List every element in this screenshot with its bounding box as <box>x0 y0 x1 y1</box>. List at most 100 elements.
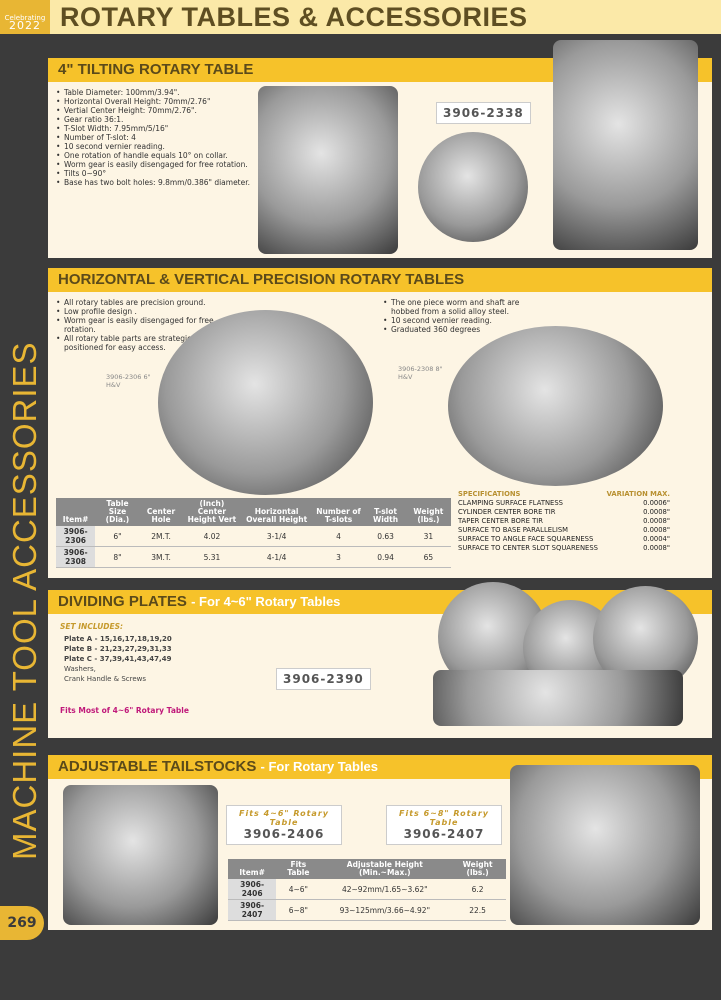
specs-variation-title: VARIATION MAX. <box>606 490 670 498</box>
product-label: 3906-2308 8" H&V <box>398 365 443 381</box>
table-cell: 6.2 <box>449 879 506 900</box>
column-header: Weight (lbs.) <box>405 498 451 526</box>
feature-item: Worm gear is easily disengaged for free … <box>54 316 229 334</box>
specs-title: SPECIFICATIONS <box>458 490 521 498</box>
specs-header: SPECIFICATIONS VARIATION MAX. <box>458 490 670 499</box>
table-cell: 65 <box>405 546 451 568</box>
table-cell: 3906-2407 <box>228 899 277 921</box>
spec-value: 0.0008" <box>643 544 670 552</box>
table-cell: 0.63 <box>365 526 406 547</box>
product-code: 3906-2390 <box>276 668 371 690</box>
tailstock-image <box>63 785 218 925</box>
column-header: (Inch) Center Height Vert <box>182 498 242 526</box>
table-cell: 6" <box>95 526 140 547</box>
feature-item: Graduated 360 degrees <box>381 325 546 334</box>
specs-table: Item#Table Size (Dia.)Center Hole(Inch) … <box>56 498 451 568</box>
set-item: Plate A - 15,16,17,18,19,20 <box>64 635 172 643</box>
section-dividing-plates: DIVIDING PLATES - For 4~6" Rotary Tables… <box>48 582 712 738</box>
table-cell: 8" <box>95 546 140 568</box>
feature-item: One rotation of handle equals 10° on col… <box>54 151 254 160</box>
feature-list: All rotary tables are precision ground.L… <box>54 298 229 352</box>
title-sub: - For Rotary Tables <box>260 759 379 774</box>
set-item: Washers, <box>64 665 96 673</box>
feature-item: Worm gear is easily disengaged for free … <box>54 160 254 169</box>
header-band <box>0 0 721 34</box>
column-header: Item# <box>56 498 96 526</box>
fits-note: Fits Most of 4~6" Rotary Table <box>60 706 189 715</box>
table-cell: 2M.T. <box>139 526 183 547</box>
spec-value: 0.0008" <box>643 508 670 516</box>
column-header: Table Size (Dia.) <box>95 498 140 526</box>
product-code: 3906-2338 <box>436 102 531 124</box>
table-cell: 3906-2308 <box>56 546 96 568</box>
feature-item: All rotary table parts are strategically… <box>54 334 229 352</box>
feature-item: The one piece worm and shaft are hobbed … <box>381 298 546 316</box>
product-image <box>553 40 698 250</box>
column-header: Item# <box>228 859 277 879</box>
feature-item: All rotary tables are precision ground. <box>54 298 229 307</box>
feature-item: Gear ratio 36:1. <box>54 115 254 124</box>
section-hv-rotary-tables: HORIZONTAL & VERTICAL PRECISION ROTARY T… <box>48 268 712 578</box>
header-row: Item#Table Size (Dia.)Center Hole(Inch) … <box>56 498 451 526</box>
fits-label: Fits 4~6" Rotary Table <box>238 809 329 827</box>
accessories-image <box>433 670 683 726</box>
column-header: Horizontal Overall Height <box>241 498 312 526</box>
product-label: 3906-2306 6" H&V <box>106 373 151 389</box>
spec-name: SURFACE TO BASE PARALLELISM <box>458 526 569 534</box>
spec-value: 0.0006" <box>643 499 670 507</box>
table-cell: 3M.T. <box>139 546 183 568</box>
feature-item: Vertial Center Height: 70mm/2.76". <box>54 106 254 115</box>
side-category-label: MACHINE TOOL ACCESSORIES <box>6 341 43 860</box>
set-item: Plate B - 21,23,27,29,31,33 <box>64 645 172 653</box>
spec-name: CYLINDER CENTER BORE TIR <box>458 508 556 516</box>
feature-item: Low profile design . <box>54 307 229 316</box>
feature-item: Number of T-slot: 4 <box>54 133 254 142</box>
section-tilting-rotary-table: 4" TILTING ROTARY TABLE Table Diameter: … <box>48 40 712 258</box>
table-cell: 22.5 <box>449 899 506 921</box>
feature-list: The one piece worm and shaft are hobbed … <box>381 298 546 334</box>
table-cell: 6~8" <box>276 899 321 921</box>
feature-item: Tilts 0~90° <box>54 169 254 178</box>
feature-item: 10 second vernier reading. <box>381 316 546 325</box>
title-main: ADJUSTABLE TAILSTOCKS <box>58 758 257 775</box>
set-item: Plate C - 37,39,41,43,47,49 <box>64 655 172 663</box>
spec-name: SURFACE TO ANGLE FACE SQUARENESS <box>458 535 594 543</box>
table-cell: 4.02 <box>182 526 242 547</box>
table-cell: 3-1/4 <box>241 526 312 547</box>
product-image-6in <box>158 310 373 495</box>
column-header: Weight (lbs.) <box>449 859 506 879</box>
logo-year: 2022 <box>9 19 41 32</box>
table-cell: 4~6" <box>276 879 321 900</box>
product-image <box>418 132 528 242</box>
set-item: Crank Handle & Screws <box>64 675 147 683</box>
fits-label: Fits 6~8" Rotary Table <box>398 809 489 827</box>
specification-list: SPECIFICATIONS VARIATION MAX. CLAMPING SUR… <box>458 490 670 553</box>
table-cell: 4-1/4 <box>241 546 312 568</box>
feature-item: 10 second vernier reading. <box>54 142 254 151</box>
product-code: 3906-2407 <box>403 827 485 841</box>
spec-value: 0.0008" <box>643 526 670 534</box>
table-cell: 93~125mm/3.66~4.92" <box>320 899 450 921</box>
product-code: 3906-2406 <box>243 827 325 841</box>
spec-name: CLAMPING SURFACE FLATNESS <box>458 499 563 507</box>
feature-item: T-Slot Width: 7.95mm/5/16" <box>54 124 254 133</box>
table-cell: 3 <box>311 546 366 568</box>
product-image-8in <box>448 326 663 486</box>
section-title: HORIZONTAL & VERTICAL PRECISION ROTARY T… <box>48 268 712 292</box>
table-cell: 5.31 <box>182 546 242 568</box>
table-cell: 3906-2406 <box>228 879 277 900</box>
column-header: T-slot Width <box>365 498 406 526</box>
feature-list: Table Diameter: 100mm/3.94".Horizontal O… <box>54 88 254 187</box>
table-cell: 0.94 <box>365 546 406 568</box>
table-cell: 42~92mm/1.65~3.62" <box>320 879 450 900</box>
